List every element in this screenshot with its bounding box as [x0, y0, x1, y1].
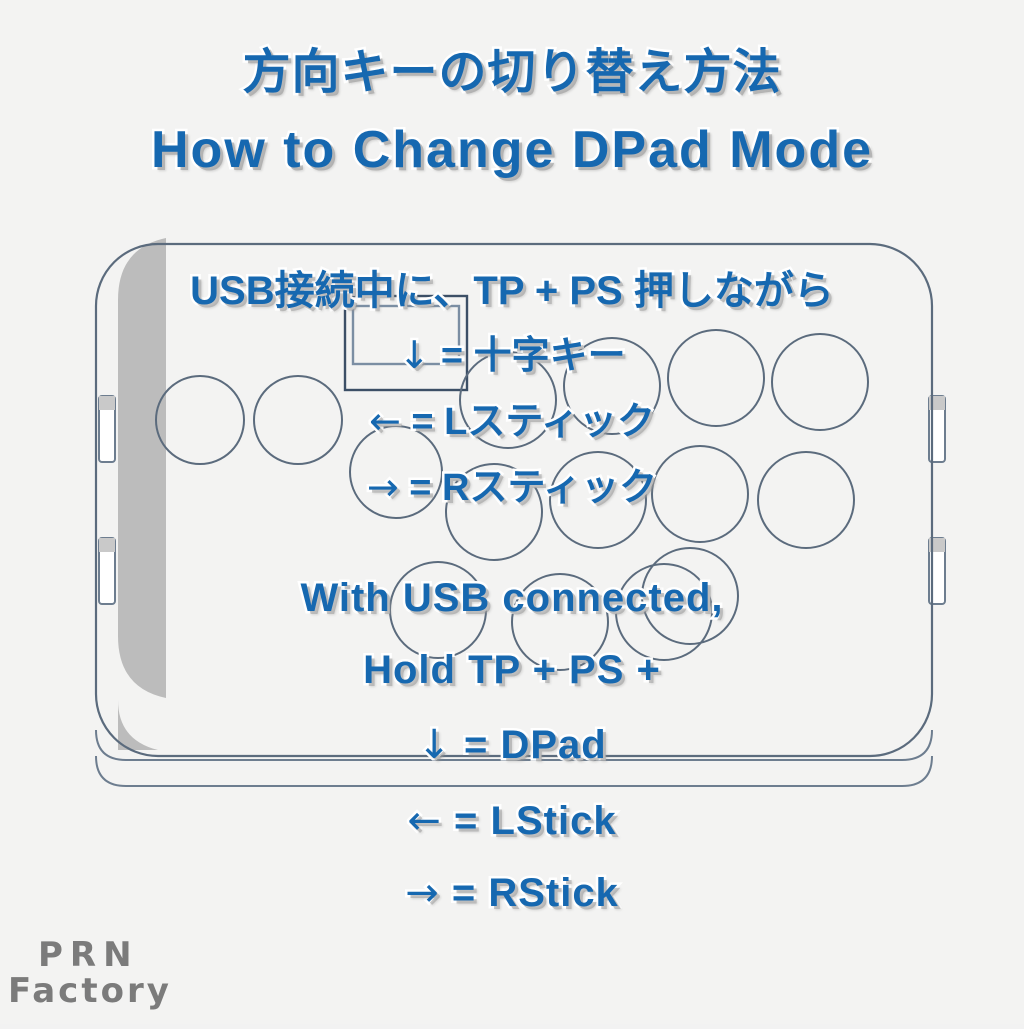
- button-bot-2: [511, 573, 609, 671]
- page-title-japanese: 方向キーの切り替え方法: [240, 44, 783, 102]
- arrow-left-icon: ←: [366, 397, 403, 446]
- button-mid-3: [651, 445, 749, 543]
- arrow-down-icon: ↓: [396, 331, 433, 380]
- side-port-left-upper-cap: [99, 396, 115, 410]
- dpad-box-outer: [343, 294, 469, 392]
- button-top-2: [563, 337, 661, 435]
- japanese-mapping-dpad-label: 十字キー: [471, 333, 628, 380]
- page-title-english: How to Change DPad Mode: [149, 119, 874, 182]
- device-bottom-lip-lower: [95, 755, 933, 787]
- arrow-right-icon: →: [403, 868, 441, 919]
- button-bot-1: [389, 561, 487, 659]
- japanese-mapping-dpad: ↓ = 十字キー: [0, 324, 1024, 380]
- button-mid-4: [757, 451, 855, 549]
- equals-sign: =: [461, 721, 489, 770]
- device-body-outline: [94, 242, 934, 758]
- button-left-1: [155, 375, 245, 465]
- arrow-right-icon: →: [364, 463, 401, 512]
- english-mapping-lstick: ← = LStick: [0, 796, 1024, 847]
- english-instruction-line-1: With USB connected,: [298, 574, 725, 623]
- button-bot-3: [615, 563, 713, 661]
- side-ports-left: [98, 395, 116, 605]
- japanese-mapping-rstick: → = Rスティック: [0, 456, 1024, 512]
- button-left-2: [253, 375, 343, 465]
- dpad-box: [343, 294, 469, 392]
- english-mapping-rstick-label: RStick: [486, 869, 620, 918]
- button-bot-4: [641, 547, 739, 645]
- button-mid-2: [549, 451, 647, 549]
- english-mapping-lstick-label: LStick: [488, 797, 618, 846]
- equals-sign: =: [452, 797, 480, 846]
- english-instruction-line-2: Hold TP + PS +: [361, 646, 663, 695]
- button-top-1: [459, 351, 557, 449]
- device-left-shadow: [118, 238, 166, 698]
- brand-logo-line-2: Factory: [8, 970, 172, 1011]
- side-port-left-lower-cap: [99, 538, 115, 552]
- english-mapping-dpad-label: DPad: [498, 721, 608, 770]
- english-mapping-rstick: → = RStick: [0, 868, 1024, 919]
- arrow-left-icon: ←: [405, 796, 443, 847]
- equals-sign: =: [407, 465, 434, 512]
- japanese-mapping-lstick-label: Lスティック: [442, 399, 658, 446]
- button-top-4: [771, 333, 869, 431]
- japanese-mapping-lstick: ← = Lスティック: [0, 390, 1024, 446]
- japanese-mapping-rstick-label: Rスティック: [439, 465, 659, 512]
- equals-sign: =: [438, 333, 465, 380]
- english-mapping-dpad: ↓ = DPad: [0, 720, 1024, 771]
- joystick-ball: [349, 425, 443, 519]
- japanese-instruction: USB接続中に、TP + PS 押しながら: [188, 267, 837, 316]
- arrow-down-icon: ↓: [415, 720, 453, 771]
- dpad-box-inner: [351, 304, 461, 366]
- device-left-shadow-foot: [118, 700, 158, 750]
- equals-sign: =: [449, 869, 477, 918]
- brand-logo-line-1: PRN: [38, 935, 139, 975]
- brand-logo: PRN Factory: [8, 935, 172, 1009]
- button-top-3: [667, 329, 765, 427]
- button-mid-1: [445, 463, 543, 561]
- equals-sign: =: [409, 399, 436, 446]
- device-bottom-lip-upper: [95, 729, 933, 761]
